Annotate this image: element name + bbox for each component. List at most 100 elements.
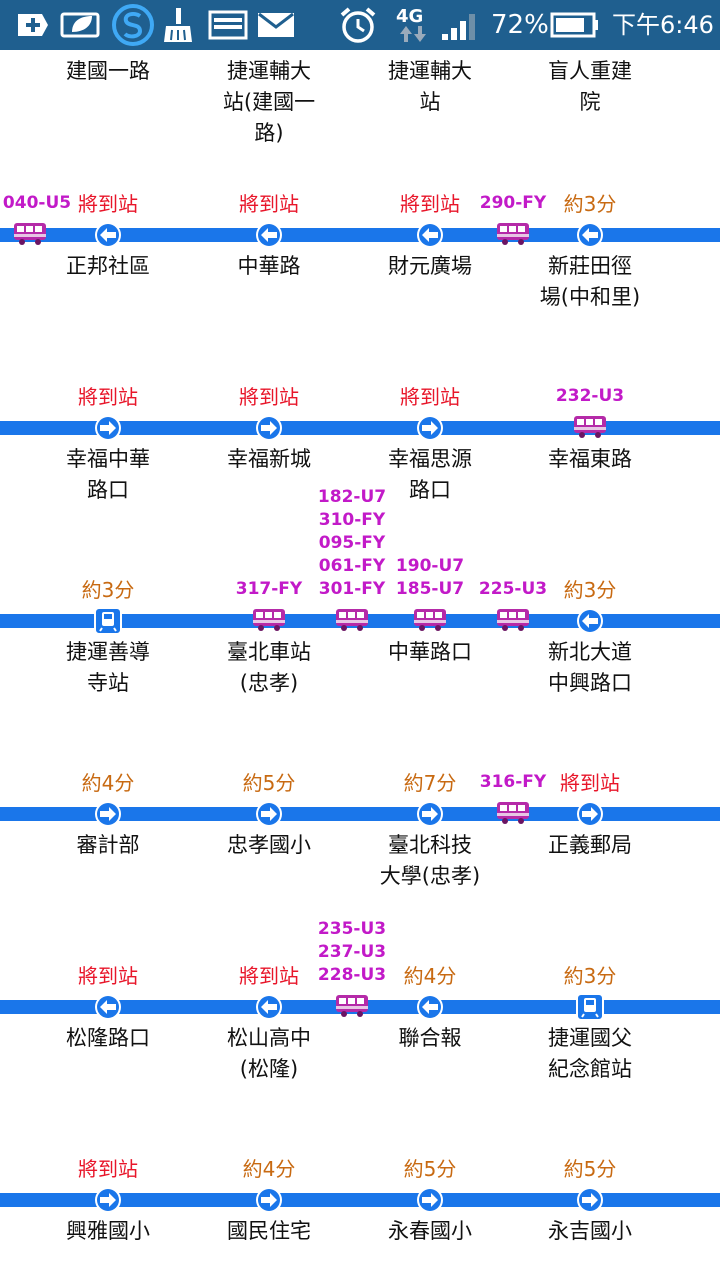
bus-icon: [414, 609, 446, 631]
stop-name[interactable]: 盲人重建 院: [548, 59, 632, 114]
leaf-card-icon: [60, 12, 100, 38]
metro-station-icon: [94, 607, 122, 635]
stop-name[interactable]: 翻: [676, 1023, 720, 1054]
arrow-left-icon: [256, 994, 282, 1020]
stop-name[interactable]: 松山高中 (松隆): [227, 1026, 311, 1081]
stop-name[interactable]: 光: [676, 1216, 720, 1247]
stop-eta: 約3分: [81, 578, 135, 602]
stop-name[interactable]: 新 場(: [676, 251, 720, 313]
arrow-right-icon: [256, 801, 282, 827]
metro-station-icon: [576, 993, 604, 1021]
bus-plate-label: 290-FY: [479, 193, 547, 213]
stop-eta: 將到站: [78, 385, 138, 409]
signal-strength-icon: [442, 14, 475, 40]
stop-name[interactable]: 捷運輔大 站: [388, 59, 472, 114]
battery-percent: 72%: [491, 10, 549, 40]
stop-eta: 約5分: [563, 1157, 617, 1181]
stop-name[interactable]: 正義郵局: [548, 833, 632, 857]
arrow-right-icon: [417, 801, 443, 827]
stop-name[interactable]: 幸福中華 路口: [66, 447, 150, 502]
bus-icon: [574, 416, 606, 438]
stop-eta: 約4分: [81, 771, 135, 795]
stop-name[interactable]: 中華路: [237, 254, 301, 278]
stop-name[interactable]: 幸福思源 路口: [388, 447, 472, 502]
bus-plate-label: 040-U5: [2, 193, 72, 213]
alarm-clock-icon: [340, 7, 376, 43]
stop-name[interactable]: 永吉國小: [548, 1219, 632, 1243]
network-type-label: 4G: [396, 6, 424, 27]
stop-eta: 約5分: [403, 1157, 457, 1181]
arrow-left-icon: [577, 222, 603, 248]
bus-plate-label: 182-U7 310-FY 095-FY 061-FY 301-FY: [317, 487, 387, 599]
stop-eta: 約3分: [563, 578, 617, 602]
bus-plate-label: 235-U3 237-U3 228-U3: [317, 919, 387, 985]
stop-name[interactable]: 幸福新城: [227, 447, 311, 471]
arrow-right-icon: [256, 1187, 282, 1213]
stop-name[interactable]: 湳: [676, 56, 720, 87]
stop-name[interactable]: 捷運善導 寺站: [66, 640, 150, 695]
stop-eta: 約7分: [403, 771, 457, 795]
stop-name[interactable]: 新: [676, 637, 720, 668]
stop-name[interactable]: 永春國小: [388, 1219, 472, 1243]
arrow-left-icon: [95, 222, 121, 248]
battery-icon: [550, 12, 598, 38]
stop-name[interactable]: 新北大道 中興路口: [548, 640, 632, 695]
arrow-right-icon: [256, 415, 282, 441]
stop-name[interactable]: 忠孝國小: [227, 833, 311, 857]
stop-name[interactable]: 聯合報: [398, 1026, 462, 1050]
arrow-right-icon: [417, 415, 443, 441]
arrow-left-icon: [417, 222, 443, 248]
bus-icon: [497, 609, 529, 631]
stop-name[interactable]: 建國一路: [66, 59, 150, 83]
stop-eta: 將到站: [239, 192, 299, 216]
gallery-icon: [208, 10, 248, 40]
stop-eta: 約3分: [563, 192, 617, 216]
stop-eta: 將到站: [78, 964, 138, 988]
stop-name[interactable]: 臺北科技 大學(忠孝): [379, 833, 481, 888]
bus-icon: [253, 609, 285, 631]
stop-name[interactable]: 審計部: [76, 833, 140, 857]
stop-eta: 約5分: [242, 771, 296, 795]
stop-name[interactable]: 捷運輔大 站(建國一 路): [222, 59, 316, 145]
route-line: [0, 228, 720, 242]
bus-icon: [497, 802, 529, 824]
data-transfer-icon: [400, 26, 426, 42]
route-line: [0, 1193, 720, 1207]
stop-eta: 將到站: [78, 1157, 138, 1181]
arrow-right-icon: [577, 801, 603, 827]
add-notification-icon: [18, 14, 48, 36]
stop-eta: 將到站: [400, 192, 460, 216]
stop-name[interactable]: 懷: [676, 830, 720, 861]
stop-eta: 約4分: [242, 1157, 296, 1181]
arrow-left-icon: [95, 994, 121, 1020]
stop-name[interactable]: 捷運國父 紀念館站: [548, 1026, 632, 1081]
bus-plate-label: 232-U3: [555, 386, 625, 406]
stop-eta: 將到站: [560, 771, 620, 795]
stop-eta: 將到站: [239, 385, 299, 409]
stop-name[interactable]: 國民住宅: [227, 1219, 311, 1243]
clock-time: 下午6:46: [612, 11, 714, 39]
stop-name[interactable]: 財元廣場: [388, 254, 472, 278]
bus-icon: [14, 223, 46, 245]
stop-name[interactable]: 臺北車站 (忠孝): [227, 640, 311, 695]
arrow-right-icon: [95, 801, 121, 827]
route-line: [0, 421, 720, 435]
stop-name[interactable]: 新莊田徑 場(中和里): [539, 254, 641, 309]
stop-name[interactable]: 化: [676, 444, 720, 475]
s-app-icon: [112, 4, 154, 46]
stop-name[interactable]: 正邦社區: [66, 254, 150, 278]
stop-eta: 約4分: [403, 964, 457, 988]
arrow-left-icon: [577, 608, 603, 634]
stop-name[interactable]: 幸福東路: [548, 447, 632, 471]
stop-name[interactable]: 松隆路口: [66, 1026, 150, 1050]
arrow-right-icon: [95, 1187, 121, 1213]
stop-eta: 將到站: [400, 385, 460, 409]
arrow-right-icon: [95, 415, 121, 441]
stop-name[interactable]: 中華路口: [388, 640, 472, 664]
arrow-right-icon: [417, 1187, 443, 1213]
bus-plate-label: 190-U7 185-U7: [395, 556, 465, 599]
stop-name[interactable]: 興雅國小: [66, 1219, 150, 1243]
bus-plate-label: 317-FY: [235, 579, 303, 599]
status-bar: 4G 72% 下午6:46: [0, 0, 720, 50]
